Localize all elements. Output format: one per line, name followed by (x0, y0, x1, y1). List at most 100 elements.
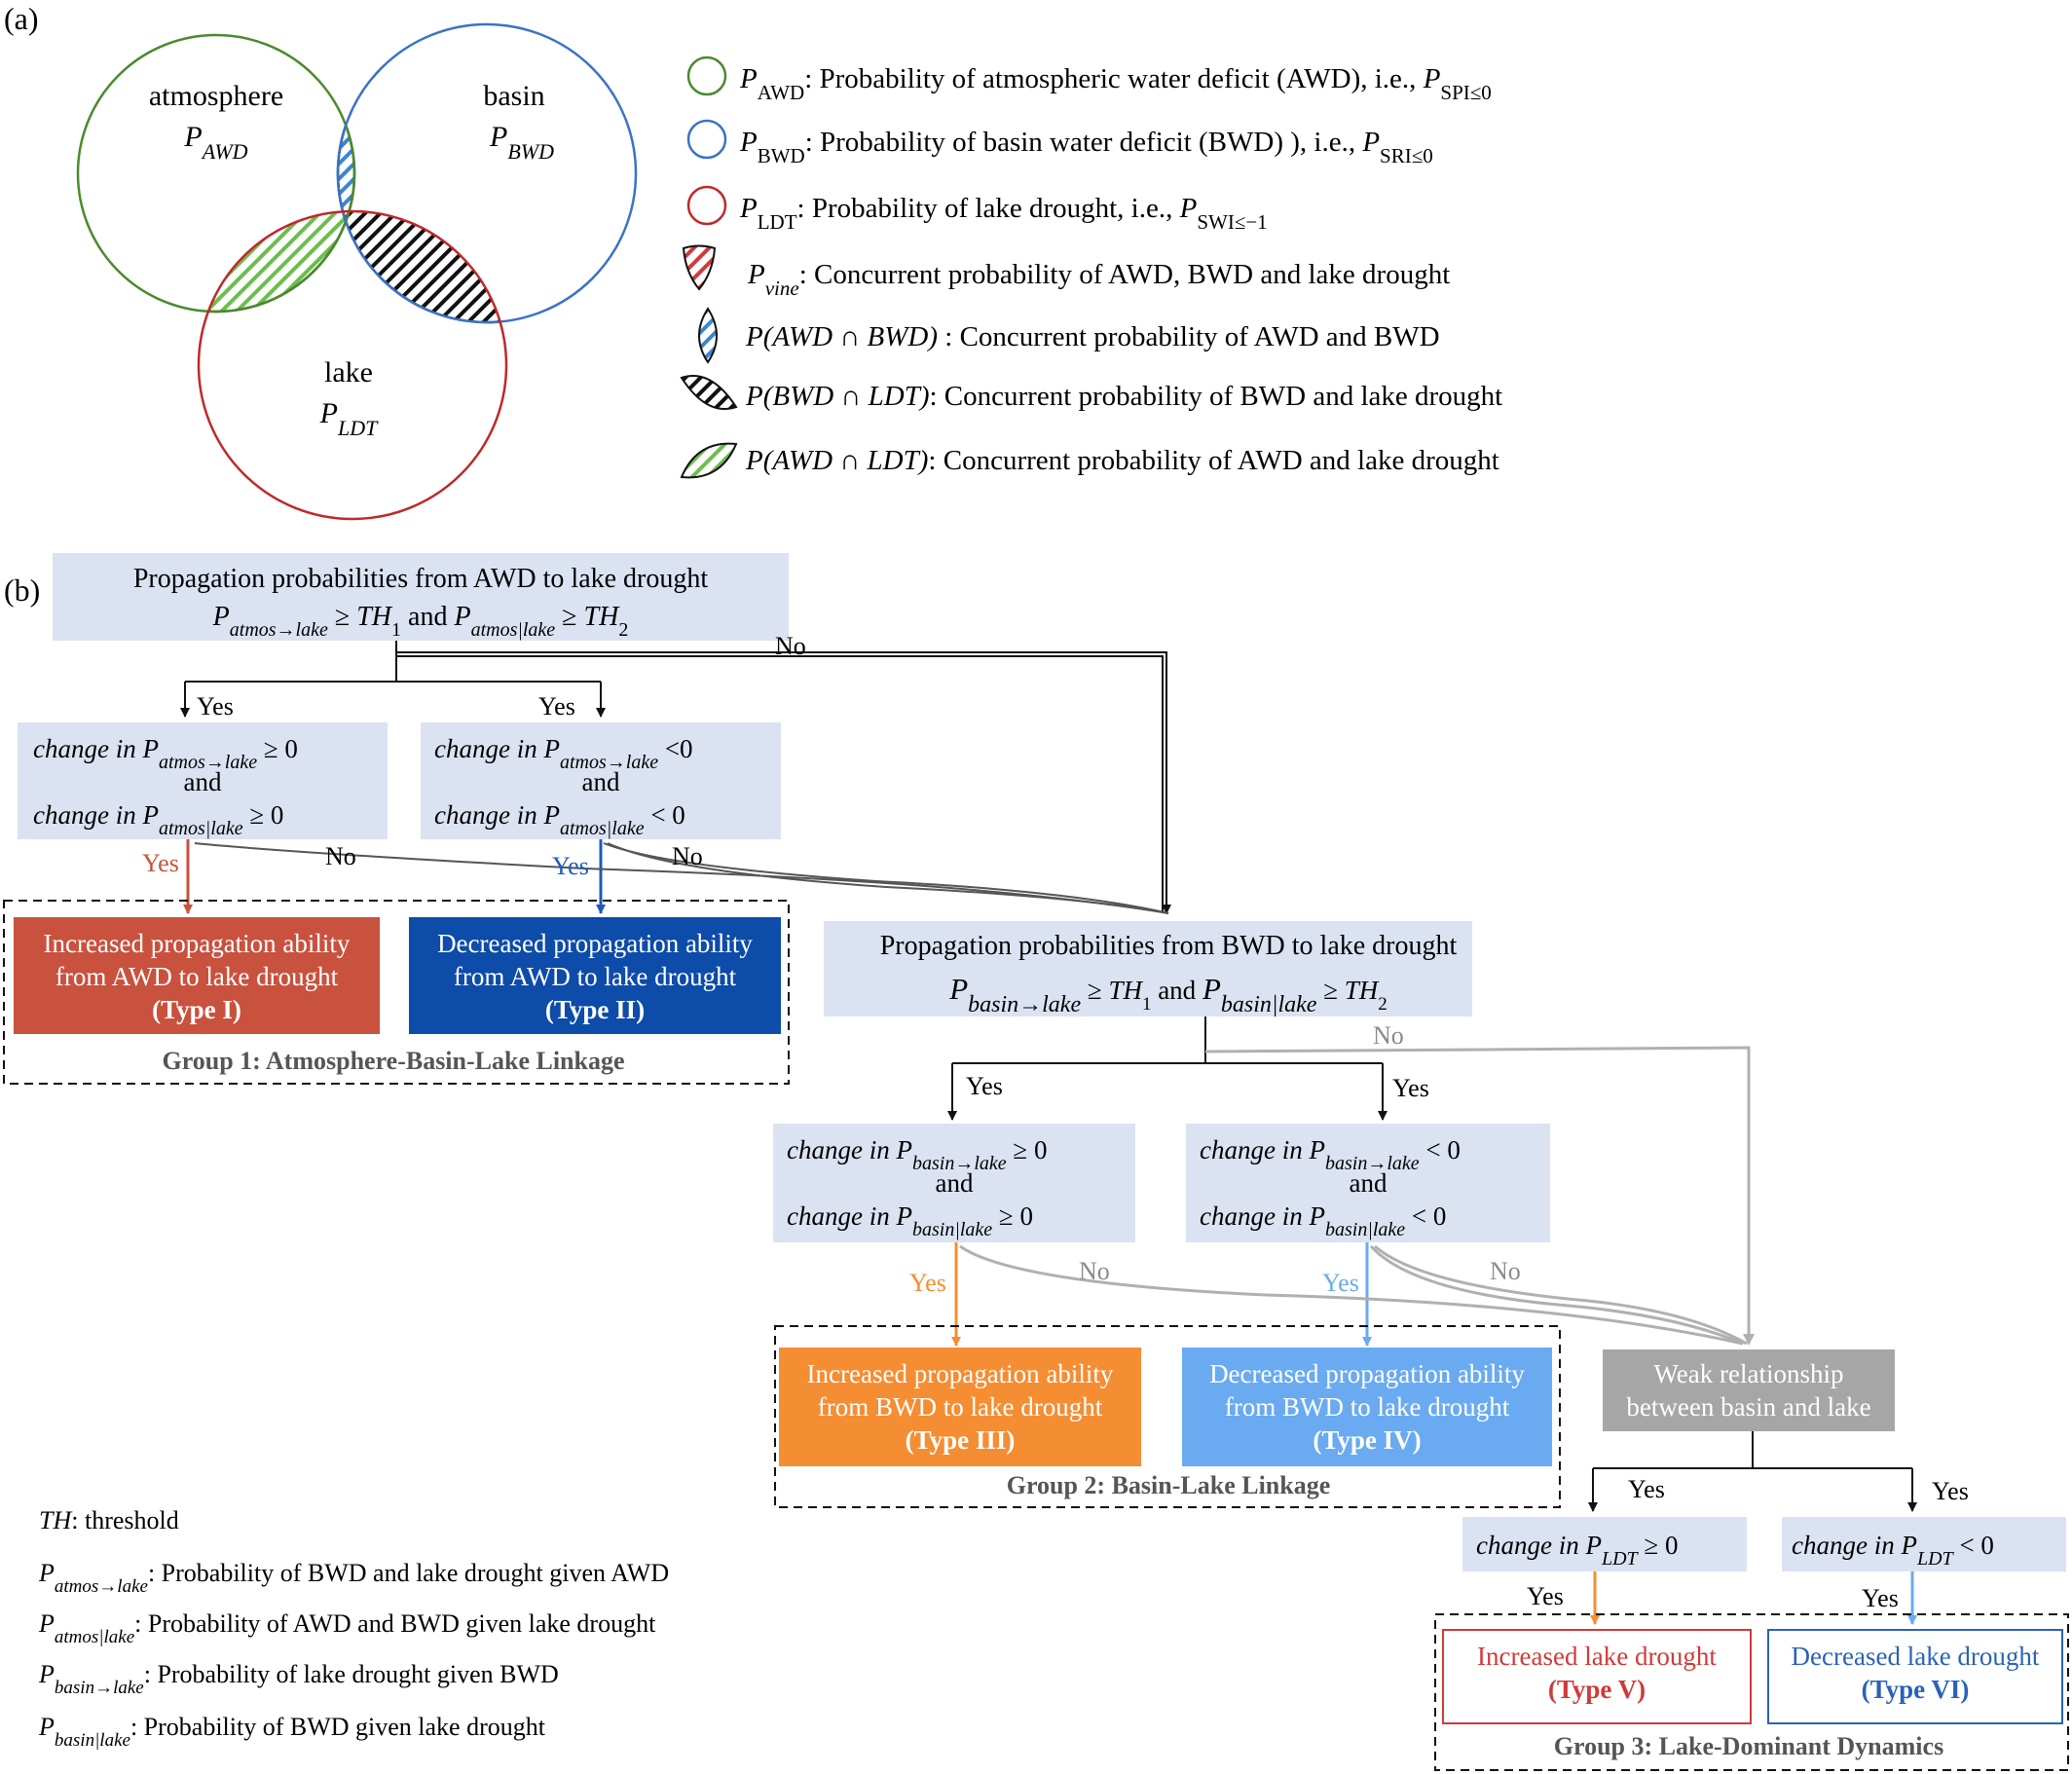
svg-text:change in PLDT < 0: change in PLDT < 0 (1792, 1531, 1994, 1570)
yes-label-c1: Yes (1628, 1475, 1665, 1503)
connectors-c2 (1590, 1571, 1917, 1625)
legend-red-circle-icon (686, 185, 727, 226)
condition-box-b1: change in Pbasin→lake ≥ 0 and change in … (773, 1124, 1135, 1242)
lake-label: lake (324, 356, 373, 388)
svg-text:between basin and lake: between basin and lake (1626, 1392, 1870, 1422)
legend-awd-ldt-icon (680, 442, 738, 479)
awd-propagation-box: Propagation probabilities from AWD to la… (53, 553, 789, 641)
svg-text:from BWD to lake drought: from BWD to lake drought (1225, 1392, 1510, 1422)
condition-box-b2: change in Pbasin→lake < 0 and change in … (1186, 1124, 1550, 1242)
note-atmos-given-lake: Patmos|lake: Probability of AWD and BWD … (38, 1609, 656, 1647)
group3-label: Group 3: Lake-Dominant Dynamics (1554, 1732, 1943, 1760)
lake-circle (197, 209, 508, 521)
connectors-b (951, 1242, 1748, 1347)
yes-label-lightblue: Yes (1322, 1269, 1359, 1297)
legend-bwd-ldt-icon (680, 375, 738, 410)
no-label-a2: No (672, 842, 703, 870)
awd-ldt-intersection (199, 211, 354, 312)
svg-text:(Type VI): (Type VI) (1862, 1675, 1970, 1704)
svg-text:Patmos→lake ≥ TH1 and Patmos|l: Patmos→lake ≥ TH1 and Patmos|lake ≥ TH2 (212, 602, 629, 641)
group1-label: Group 1: Atmosphere-Basin-Lake Linkage (162, 1047, 624, 1075)
legend-blue-circle-icon (686, 119, 727, 160)
yes-label-orange: Yes (909, 1269, 946, 1297)
condition-box-c2: change in PLDT < 0 (1782, 1517, 2066, 1571)
svg-text:(Type IV): (Type IV) (1313, 1425, 1421, 1455)
basin-label: basin (483, 80, 544, 112)
svg-text:Increased lake drought: Increased lake drought (1477, 1642, 1717, 1671)
type4-box: Decreased propagation ability from BWD t… (1182, 1348, 1552, 1466)
no-label-mid: No (1373, 1021, 1404, 1050)
svg-text:from BWD to lake drought: from BWD to lake drought (818, 1392, 1103, 1422)
atmosphere-label: atmosphere (149, 80, 283, 112)
yes-label-c4: Yes (1862, 1584, 1899, 1612)
svg-text:Decreased propagation ability: Decreased propagation ability (1209, 1359, 1525, 1388)
weak-relationship-box: Weak relationship between basin and lake (1603, 1349, 1895, 1431)
venn-legend: PAWD: Probability of atmospheric water d… (680, 55, 1502, 479)
svg-text:change in Patmos|lake ≥ 0: change in Patmos|lake ≥ 0 (33, 800, 283, 839)
legend-bwd: PBWD: Probability of basin water deficit… (739, 127, 1433, 167)
basin-prob: PBWD (489, 121, 554, 164)
legend-awd-ldt: P(AWD ∩ LDT): Concurrent probability of … (745, 445, 1499, 476)
svg-text:Weak relationship: Weak relationship (1653, 1359, 1843, 1388)
connectors-top (180, 641, 1171, 914)
note-atmos-to-lake: Patmos→lake: Probability of BWD and lake… (38, 1559, 669, 1597)
svg-text:(Type I): (Type I) (152, 995, 241, 1024)
group2-label: Group 2: Basin-Lake Linkage (1007, 1471, 1331, 1499)
svg-text:from AWD to lake drought: from AWD to lake drought (454, 962, 737, 991)
condition-box-a2: change in Patmos→lake <0 and change in P… (421, 722, 781, 839)
connectors-a (183, 839, 1169, 914)
svg-text:and: and (582, 767, 620, 796)
legend-awd-bwd-icon (698, 307, 718, 364)
no-label-a1: No (325, 842, 356, 870)
svg-text:and: and (936, 1168, 974, 1198)
yes-label-c3: Yes (1527, 1582, 1564, 1610)
yes-label-b2: Yes (1392, 1074, 1429, 1102)
condition-box-a1: change in Patmos→lake ≥ 0 and change in … (18, 722, 388, 839)
svg-text:Propagation probabilities fro: Propagation probabilities from AWD to la… (133, 564, 709, 594)
legend-ldt: PLDT: Probability of lake drought, i.e.,… (739, 193, 1268, 234)
connectors-mid (947, 1016, 1755, 1346)
legend-green-circle-icon (686, 55, 727, 96)
svg-text:(Type III): (Type III) (906, 1425, 1016, 1455)
note-th: TH: threshold (39, 1506, 179, 1534)
svg-text:Decreased lake drought: Decreased lake drought (1792, 1642, 2040, 1671)
condition-box-c1: change in PLDT ≥ 0 (1462, 1517, 1747, 1571)
svg-text:change in Patmos→lake ≥ 0: change in Patmos→lake ≥ 0 (33, 734, 298, 773)
svg-text:(Type V): (Type V) (1548, 1675, 1646, 1704)
svg-text:and: and (1350, 1168, 1388, 1198)
group1-frame (3, 900, 790, 1085)
yes-label-a1: Yes (197, 692, 234, 721)
svg-text:change in Pbasin→lake ≥ 0: change in Pbasin→lake ≥ 0 (787, 1135, 1047, 1174)
yes-label-b1: Yes (966, 1072, 1003, 1100)
bwd-ldt-intersection (338, 211, 506, 322)
notes: TH: threshold Patmos→lake: Probability o… (38, 1506, 669, 1751)
type1-box: Increased propagation ability from AWD t… (14, 917, 380, 1034)
yes-label-blue: Yes (552, 852, 589, 880)
type3-box: Increased propagation ability from BWD t… (779, 1348, 1141, 1466)
svg-text:and: and (184, 767, 222, 796)
legend-vine: Pvine: Concurrent probability of AWD, BW… (747, 259, 1450, 300)
atmosphere-prob: PAWD (183, 121, 247, 164)
no-label-b2: No (1490, 1257, 1521, 1285)
basin-circle (336, 22, 638, 324)
type2-box: Decreased propagation ability from AWD t… (409, 917, 781, 1034)
legend-awd: PAWD: Probability of atmospheric water d… (739, 63, 1492, 104)
legend-awd-bwd: P(AWD ∩ BWD) : Concurrent probability of… (745, 321, 1440, 352)
svg-text:change in PLDT ≥ 0: change in PLDT ≥ 0 (1476, 1531, 1679, 1570)
svg-text:change in Pbasin|lake ≥ 0: change in Pbasin|lake ≥ 0 (787, 1201, 1033, 1240)
svg-text:Decreased propagation ability: Decreased propagation ability (437, 929, 753, 958)
svg-text:change in Patmos|lake < 0: change in Patmos|lake < 0 (434, 800, 685, 839)
note-basin-to-lake: Pbasin→lake: Probability of lake drought… (38, 1660, 559, 1698)
type6-box: Decreased lake drought (Type VI) (1767, 1629, 2063, 1724)
no-label-top: No (775, 632, 806, 660)
legend-bwd-ldt: P(BWD ∩ LDT): Concurrent probability of … (745, 381, 1502, 412)
yes-label-a2: Yes (538, 692, 575, 721)
group2-frame (774, 1325, 1561, 1508)
svg-text:Propagation probabilities fro: Propagation probabilities from BWD to la… (880, 931, 1458, 961)
svg-text:change in Pbasin|lake < 0: change in Pbasin|lake < 0 (1200, 1201, 1446, 1240)
yes-label-c2: Yes (1932, 1477, 1969, 1505)
vine-intersection (338, 211, 354, 312)
note-basin-given-lake: Pbasin|lake: Probability of BWD given la… (38, 1713, 546, 1751)
panel-a-label: (a) (4, 1, 39, 36)
